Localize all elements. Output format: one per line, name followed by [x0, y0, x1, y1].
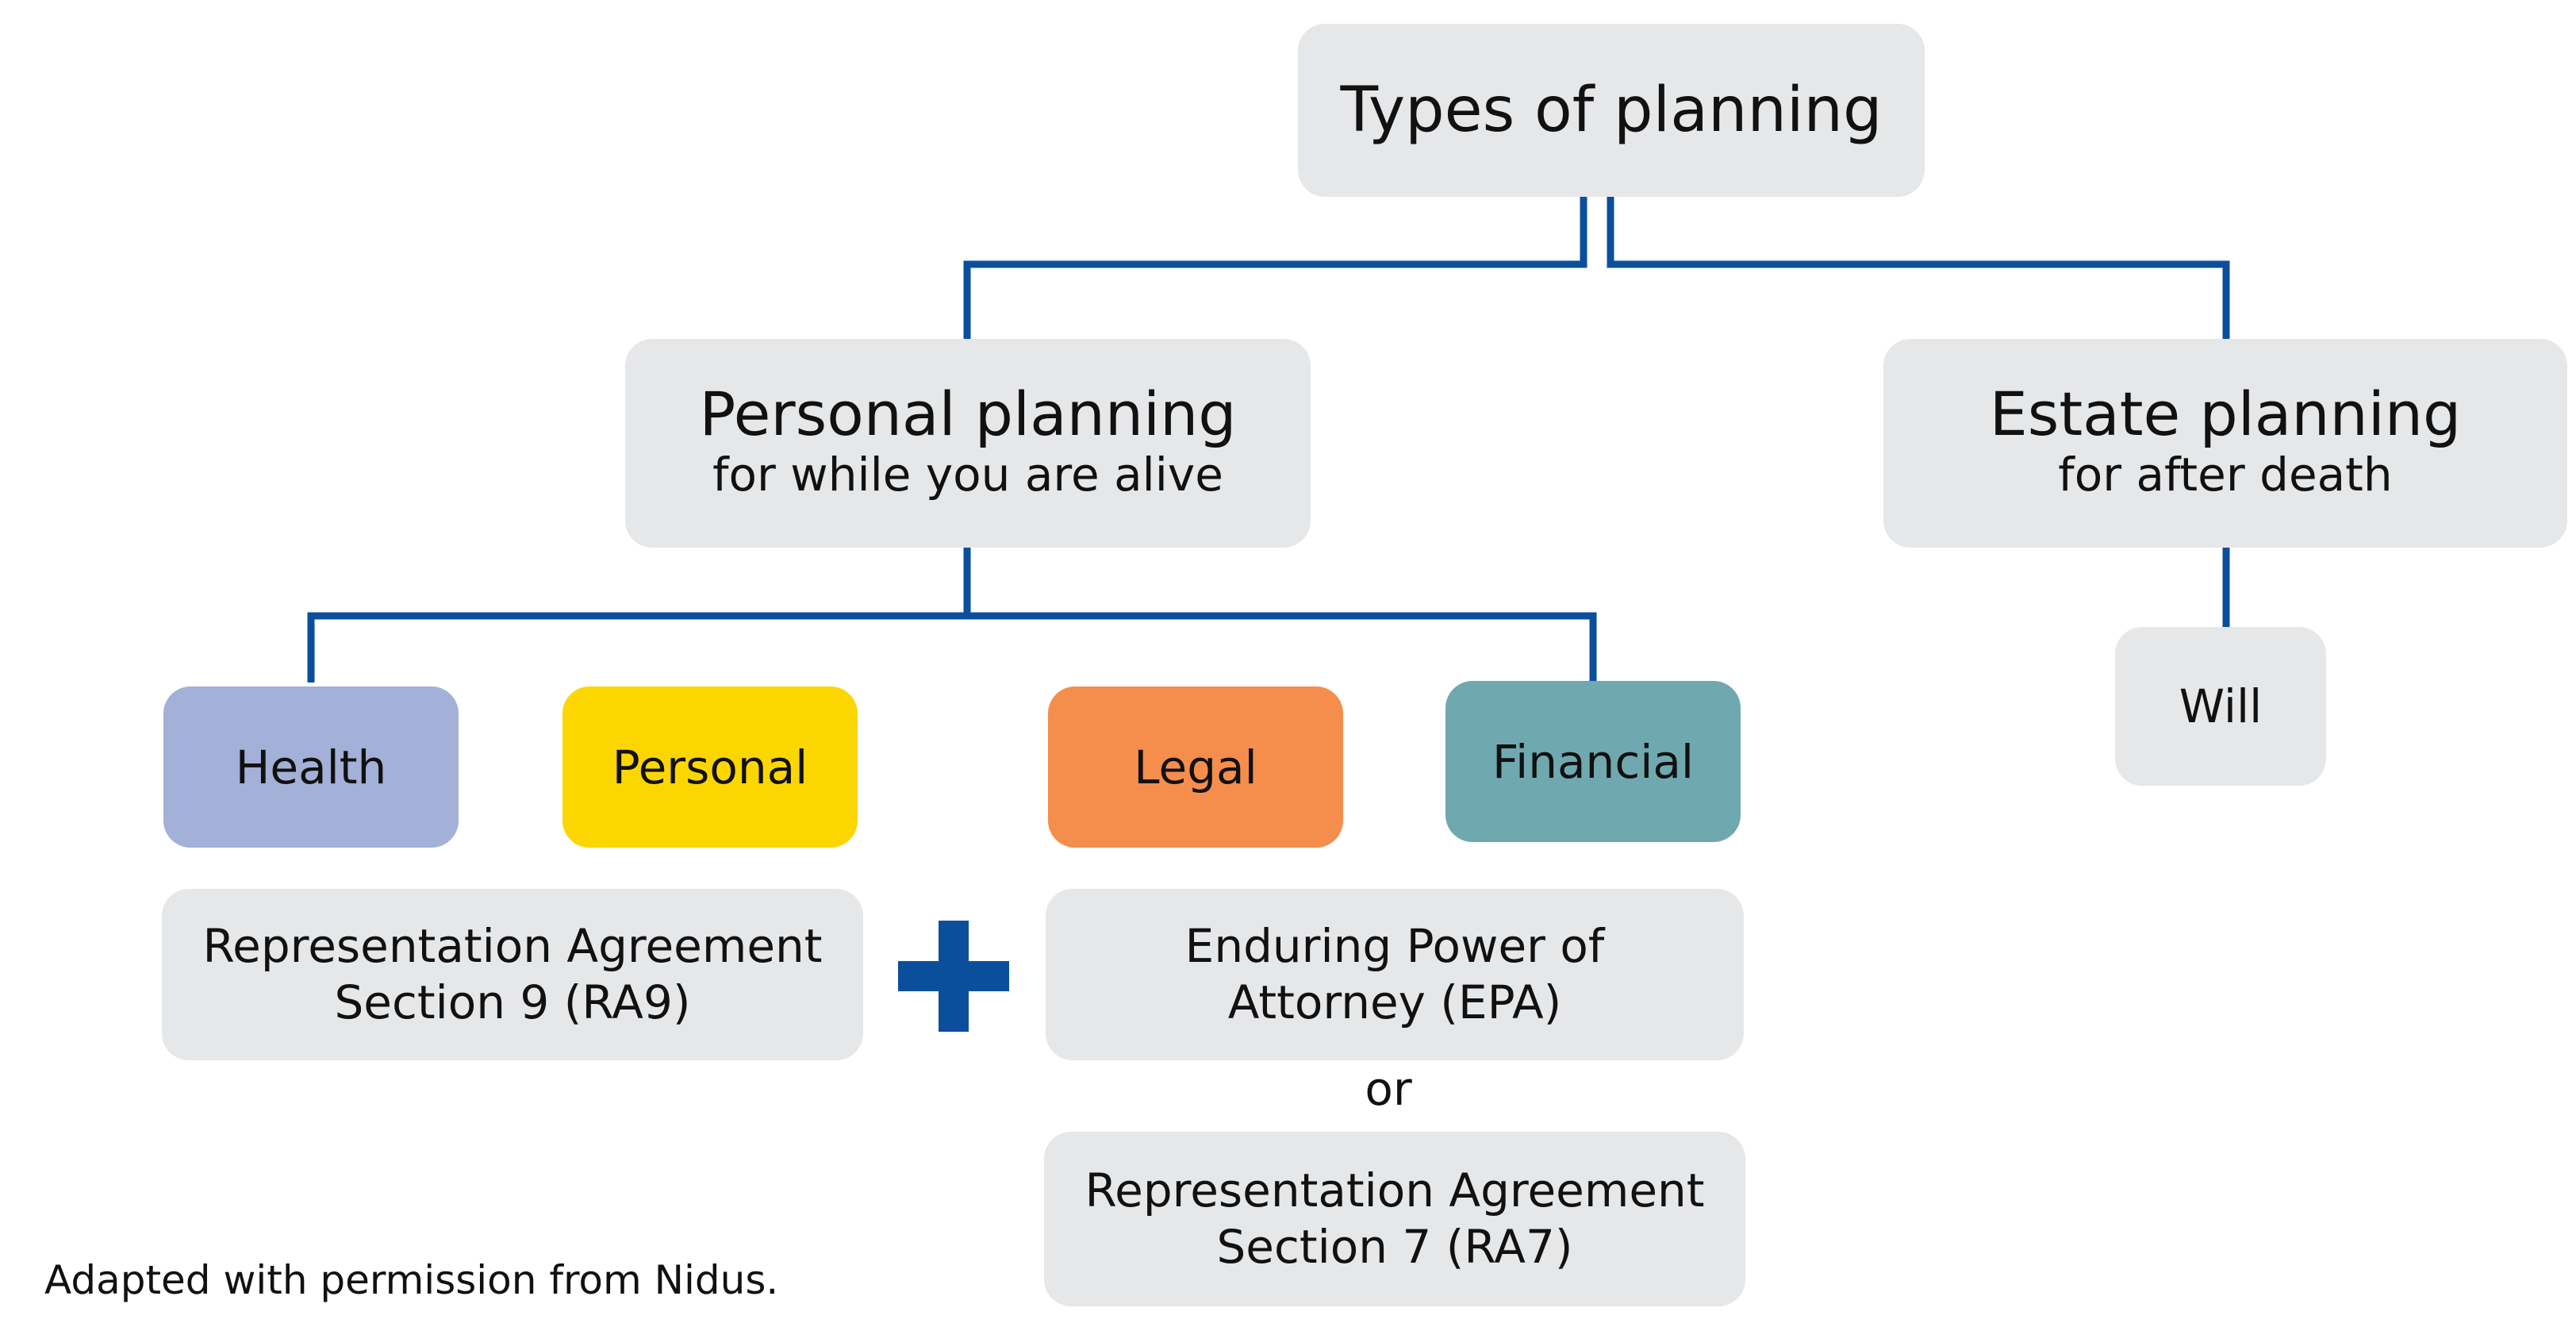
ra9-line2: Section 9 (RA9) — [334, 975, 691, 1029]
category-health-label: Health — [235, 740, 387, 794]
epa-document: Enduring Power of Attorney (EPA) — [1046, 889, 1744, 1060]
connector-category-bar — [307, 612, 1597, 683]
category-financial: Financial — [1445, 681, 1741, 842]
plus-icon — [898, 921, 1009, 1032]
category-financial-label: Financial — [1492, 734, 1694, 789]
connector-root-personal — [963, 197, 1587, 339]
personal-planning-title: Personal planning — [699, 379, 1237, 450]
attribution-text: Adapted with permission from Nidus. — [44, 1257, 779, 1303]
category-personal: Personal — [562, 686, 858, 848]
ra7-document: Representation Agreement Section 7 (RA7) — [1044, 1132, 1745, 1306]
estate-planning-title: Estate planning — [1989, 379, 2462, 450]
estate-planning-subtitle: for after death — [2058, 448, 2393, 502]
will-label: Will — [2179, 679, 2263, 733]
category-legal-label: Legal — [1134, 740, 1257, 794]
personal-planning-node: Personal planning for while you are aliv… — [625, 339, 1311, 548]
epa-line2: Attorney (EPA) — [1227, 975, 1562, 1029]
estate-planning-node: Estate planning for after death — [1883, 339, 2567, 548]
ra9-document: Representation Agreement Section 9 (RA9) — [162, 889, 863, 1060]
ra9-line1: Representation Agreement — [202, 919, 823, 974]
category-legal: Legal — [1048, 686, 1343, 848]
root-node: Types of planning — [1298, 24, 1925, 197]
connector-root-estate — [1607, 197, 2230, 339]
root-title: Types of planning — [1340, 75, 1883, 146]
epa-line1: Enduring Power of — [1184, 919, 1605, 974]
ra7-line1: Representation Agreement — [1085, 1163, 1705, 1218]
will-node: Will — [2115, 627, 2326, 786]
category-health: Health — [163, 686, 459, 848]
ra7-line2: Section 7 (RA7) — [1216, 1220, 1573, 1274]
or-label: or — [1365, 1062, 1412, 1116]
personal-planning-subtitle: for while you are alive — [712, 448, 1223, 502]
category-personal-label: Personal — [612, 740, 808, 794]
